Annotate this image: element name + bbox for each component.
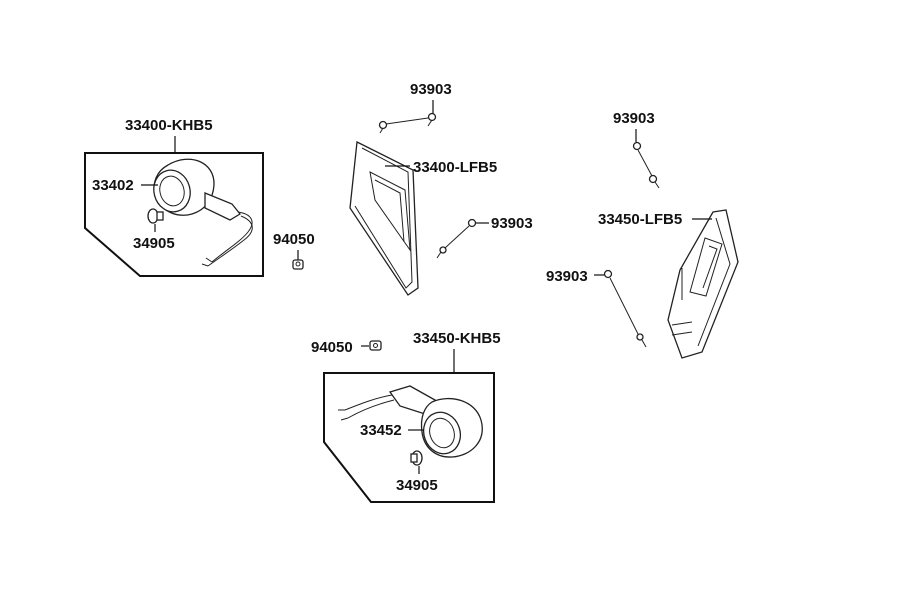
label-left-bracket: 33400-LFB5 [413, 159, 497, 176]
left-assembly-group: 33400-KHB5 33402 34905 [84, 117, 264, 277]
left-bracket-screw-icon [436, 218, 477, 259]
left-turn-signal-part [153, 158, 253, 267]
label-left-bulb: 34905 [133, 235, 175, 252]
top-screw-icon [378, 112, 437, 134]
label-top-screw: 93903 [410, 81, 452, 98]
label-right-screw: 93903 [546, 268, 588, 285]
right-bulb-icon [410, 450, 423, 466]
left-bulb-icon [147, 208, 164, 224]
label-right-assembly: 33450-KHB5 [413, 330, 501, 347]
right-nut-icon [369, 340, 382, 351]
right-assembly-group: 33450-KHB5 33452 34905 [323, 330, 501, 503]
right-screw-icon [603, 269, 647, 348]
label-right-lens: 33452 [360, 422, 402, 439]
left-bracket-part [349, 140, 419, 296]
label-right-nut: 94050 [311, 339, 353, 356]
label-left-nut: 94050 [273, 231, 315, 248]
left-nut-icon [292, 259, 304, 270]
right-bracket-part [667, 209, 739, 359]
right-turn-signal-part [338, 385, 483, 458]
label-right-top-screw: 93903 [613, 110, 655, 127]
right-assembly-box [323, 372, 495, 503]
label-left-assembly: 33400-KHB5 [125, 117, 213, 134]
label-left-lens: 33402 [92, 177, 134, 194]
label-right-bracket: 33450-LFB5 [598, 211, 682, 228]
label-right-bulb: 34905 [396, 477, 438, 494]
left-assembly-box [84, 152, 264, 277]
right-top-screw-icon [632, 141, 660, 189]
label-left-bracket-screw: 93903 [491, 215, 533, 232]
